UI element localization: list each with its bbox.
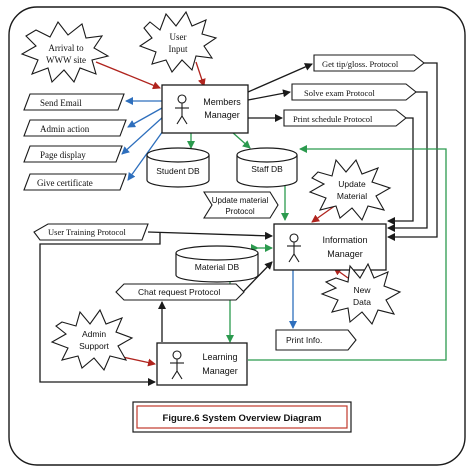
person-icon: [287, 233, 301, 263]
update-material-protocol-line1: Update material: [212, 196, 269, 205]
user-input-burst: User Input: [138, 10, 218, 73]
arrow-to-page-display: [121, 115, 165, 155]
give-certificate-output: Give certificate: [23, 173, 127, 191]
staff-db-label: Staff DB: [251, 164, 283, 174]
arrow-gettip-to-info: [387, 62, 438, 241]
arrival-burst-line2: WWW site: [46, 55, 86, 65]
student-db-label: Student DB: [156, 166, 200, 176]
admin-action-label: Admin action: [40, 124, 90, 134]
arrow-to-give-certificate: [127, 123, 169, 181]
arrow-to-admin-action: [127, 107, 163, 128]
new-data-line2: Data: [353, 297, 371, 307]
admin-support-burst: Admin Support: [50, 308, 134, 372]
page-display-output: Page display: [23, 145, 123, 163]
material-db-label: Material DB: [195, 262, 240, 272]
members-manager-line2: Manager: [204, 110, 240, 120]
caption-text: Figure.6 System Overview Diagram: [163, 413, 322, 424]
user-input-line2: Input: [169, 44, 188, 54]
members-manager-line1: Members: [203, 97, 241, 107]
new-data-line1: New: [353, 285, 371, 295]
arrow-training-to-info: [147, 231, 273, 240]
solve-exam-label: Solve exam Protocol: [304, 88, 375, 98]
members-manager: Members Manager: [161, 84, 249, 134]
arrow-members-to-solveexam: [247, 89, 291, 101]
figure-caption: Figure.6 System Overview Diagram: [132, 401, 352, 433]
material-db: Material DB: [175, 245, 259, 283]
arrow-staffdb-members: [224, 124, 251, 149]
student-db: Student DB: [146, 147, 210, 188]
arrow-solveexam-to-info: [387, 91, 428, 232]
update-material-line2: Material: [337, 191, 367, 201]
solve-exam-protocol: Solve exam Protocol: [291, 83, 417, 101]
new-data-burst: New Data: [320, 262, 402, 326]
chat-request-label: Chat request Protocol: [138, 287, 220, 297]
chat-request-protocol: Chat request Protocol: [115, 283, 245, 301]
arrow-training-loop: [39, 232, 161, 386]
print-schedule-protocol: Print schedule Protocol: [283, 109, 407, 127]
arrival-burst: Arrival to WWW site: [20, 20, 110, 84]
arrow-chat-to-info: [242, 261, 273, 293]
arrow-members-to-gettip: [247, 63, 313, 93]
information-manager: Information Manager: [273, 223, 387, 271]
update-material-protocol-line2: Protocol: [225, 207, 255, 216]
page-display-label: Page display: [40, 150, 86, 160]
give-certificate-label: Give certificate: [37, 178, 93, 188]
print-schedule-label: Print schedule Protocol: [293, 114, 373, 124]
user-input-line1: User: [170, 32, 187, 42]
information-manager-line2: Manager: [327, 249, 363, 259]
learning-manager-line2: Manager: [202, 366, 238, 376]
staff-db: Staff DB: [236, 147, 298, 188]
arrow-updatematerial-to-info: [311, 204, 337, 223]
arrow-learning-to-updateinfo: [248, 145, 447, 361]
update-material-protocol: Update material Protocol: [203, 191, 279, 219]
admin-support-line1: Admin: [82, 329, 106, 339]
send-email-label: Send Email: [40, 98, 82, 108]
admin-support-line2: Support: [79, 341, 109, 351]
update-material-burst: Update Material: [308, 158, 392, 222]
arrow-arrival-to-members: [95, 61, 161, 90]
get-tip-protocol: Get tip/gloss. Protocol: [313, 54, 425, 72]
outer-frame: [8, 6, 466, 466]
send-email-output: Send Email: [23, 93, 125, 111]
learning-manager: Learning Manager: [156, 342, 248, 386]
user-training-label: User Training Protocol: [48, 227, 127, 237]
print-info-label: Print Info.: [286, 335, 322, 345]
get-tip-label: Get tip/gloss. Protocol: [322, 59, 399, 69]
person-icon: [170, 350, 184, 380]
arrow-userinput-to-members: [195, 61, 206, 87]
arrow-printschedule-to-info: [387, 117, 414, 225]
print-info-output: Print Info.: [275, 329, 357, 351]
information-manager-line1: Information: [322, 235, 367, 245]
learning-manager-line1: Learning: [202, 352, 237, 362]
person-icon: [175, 94, 189, 125]
user-training-protocol: User Training Protocol: [33, 223, 149, 241]
arrival-burst-line1: Arrival to: [48, 43, 84, 53]
admin-action-output: Admin action: [23, 119, 127, 137]
update-material-line1: Update: [338, 179, 366, 189]
